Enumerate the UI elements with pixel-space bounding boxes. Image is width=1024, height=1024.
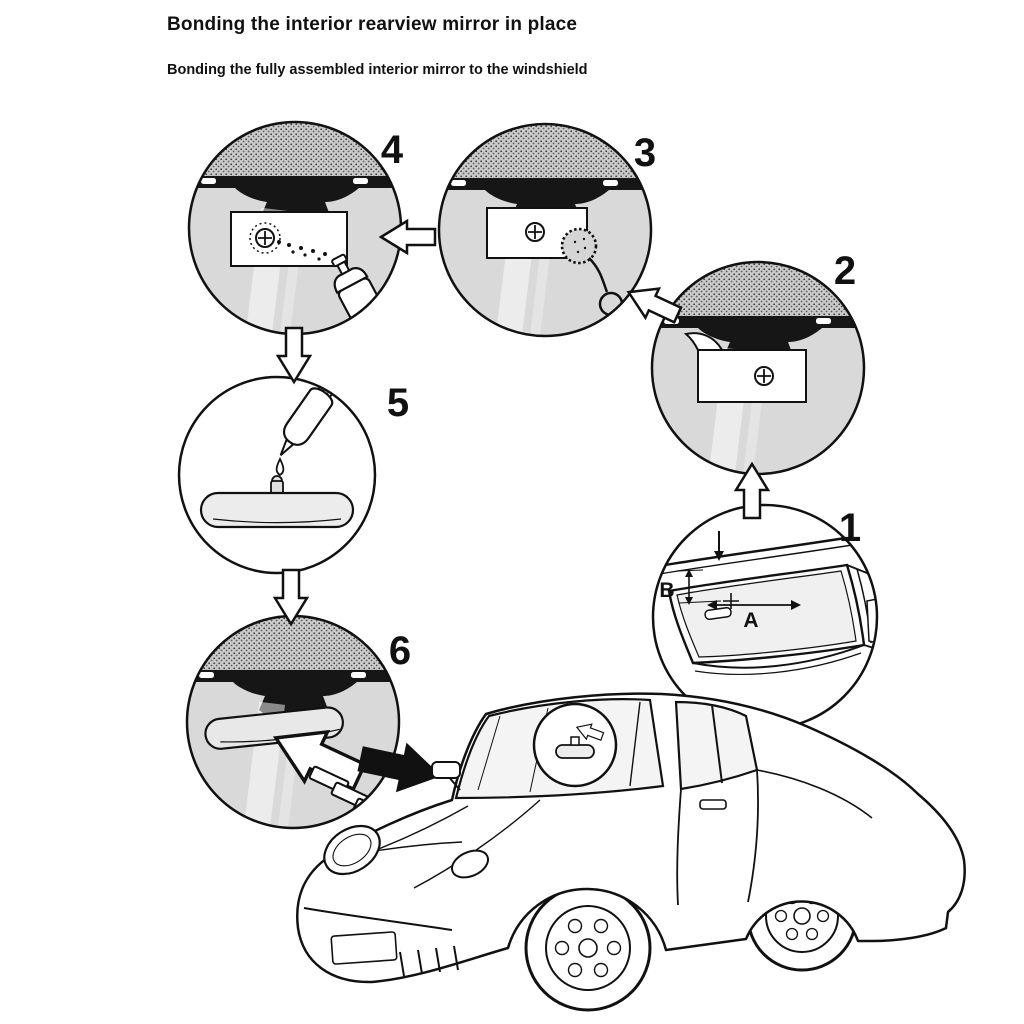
front-grille — [399, 945, 459, 977]
door-rear-edge — [747, 769, 759, 903]
peeled-foil-corner — [683, 332, 724, 351]
door-window — [866, 598, 877, 644]
page-subtitle: Bonding the fully assembled interior mir… — [167, 62, 588, 78]
mirror-base-mark — [525, 222, 545, 242]
step1-number: 1 — [839, 506, 861, 550]
step1-illustration: B A — [653, 505, 877, 729]
mirror-glyph — [704, 606, 732, 620]
step3-number: 3 — [634, 131, 656, 175]
door-front-edge — [676, 788, 682, 906]
spray-dots — [277, 240, 327, 261]
step5-illustration — [179, 377, 375, 573]
mirror-location-callout — [532, 702, 618, 788]
step4-number: 4 — [381, 128, 404, 172]
mirror-base-mark — [255, 228, 275, 248]
arrow-step4-to-step5 — [276, 326, 312, 384]
step2-illustration — [652, 262, 864, 474]
step6-illustration — [187, 616, 399, 828]
b-pillar — [711, 704, 723, 784]
license-plate-area — [330, 931, 398, 965]
page-title: Bonding the interior rearview mirror in … — [167, 14, 578, 35]
far-headlight — [450, 849, 490, 879]
door-handle — [699, 799, 727, 810]
step6-number: 6 — [389, 629, 411, 673]
cowl-line — [692, 644, 865, 669]
bonding-patch — [697, 349, 807, 403]
step5-number: 5 — [387, 381, 409, 425]
step4-illustration — [189, 122, 401, 334]
motion-strip — [352, 797, 394, 827]
interior-mirror-icon — [199, 475, 355, 529]
step2-number: 2 — [834, 249, 856, 293]
mirror-base-mark — [754, 366, 774, 386]
side-mirror — [431, 761, 461, 791]
step3-illustration — [439, 124, 651, 336]
front-wheel — [524, 884, 652, 1012]
far-a-pillar — [629, 701, 641, 787]
bumper-line — [303, 907, 453, 931]
car-illustration — [296, 692, 966, 1012]
step5-circle-border — [177, 375, 377, 575]
headlight — [323, 824, 381, 876]
dimension-a-label: A — [743, 609, 758, 632]
adhesive-drop — [275, 456, 285, 477]
step3-circle-border — [437, 122, 653, 338]
dimension-b-label: B — [659, 579, 674, 602]
bonding-patch — [230, 211, 348, 267]
rear-fender-line — [756, 769, 873, 819]
